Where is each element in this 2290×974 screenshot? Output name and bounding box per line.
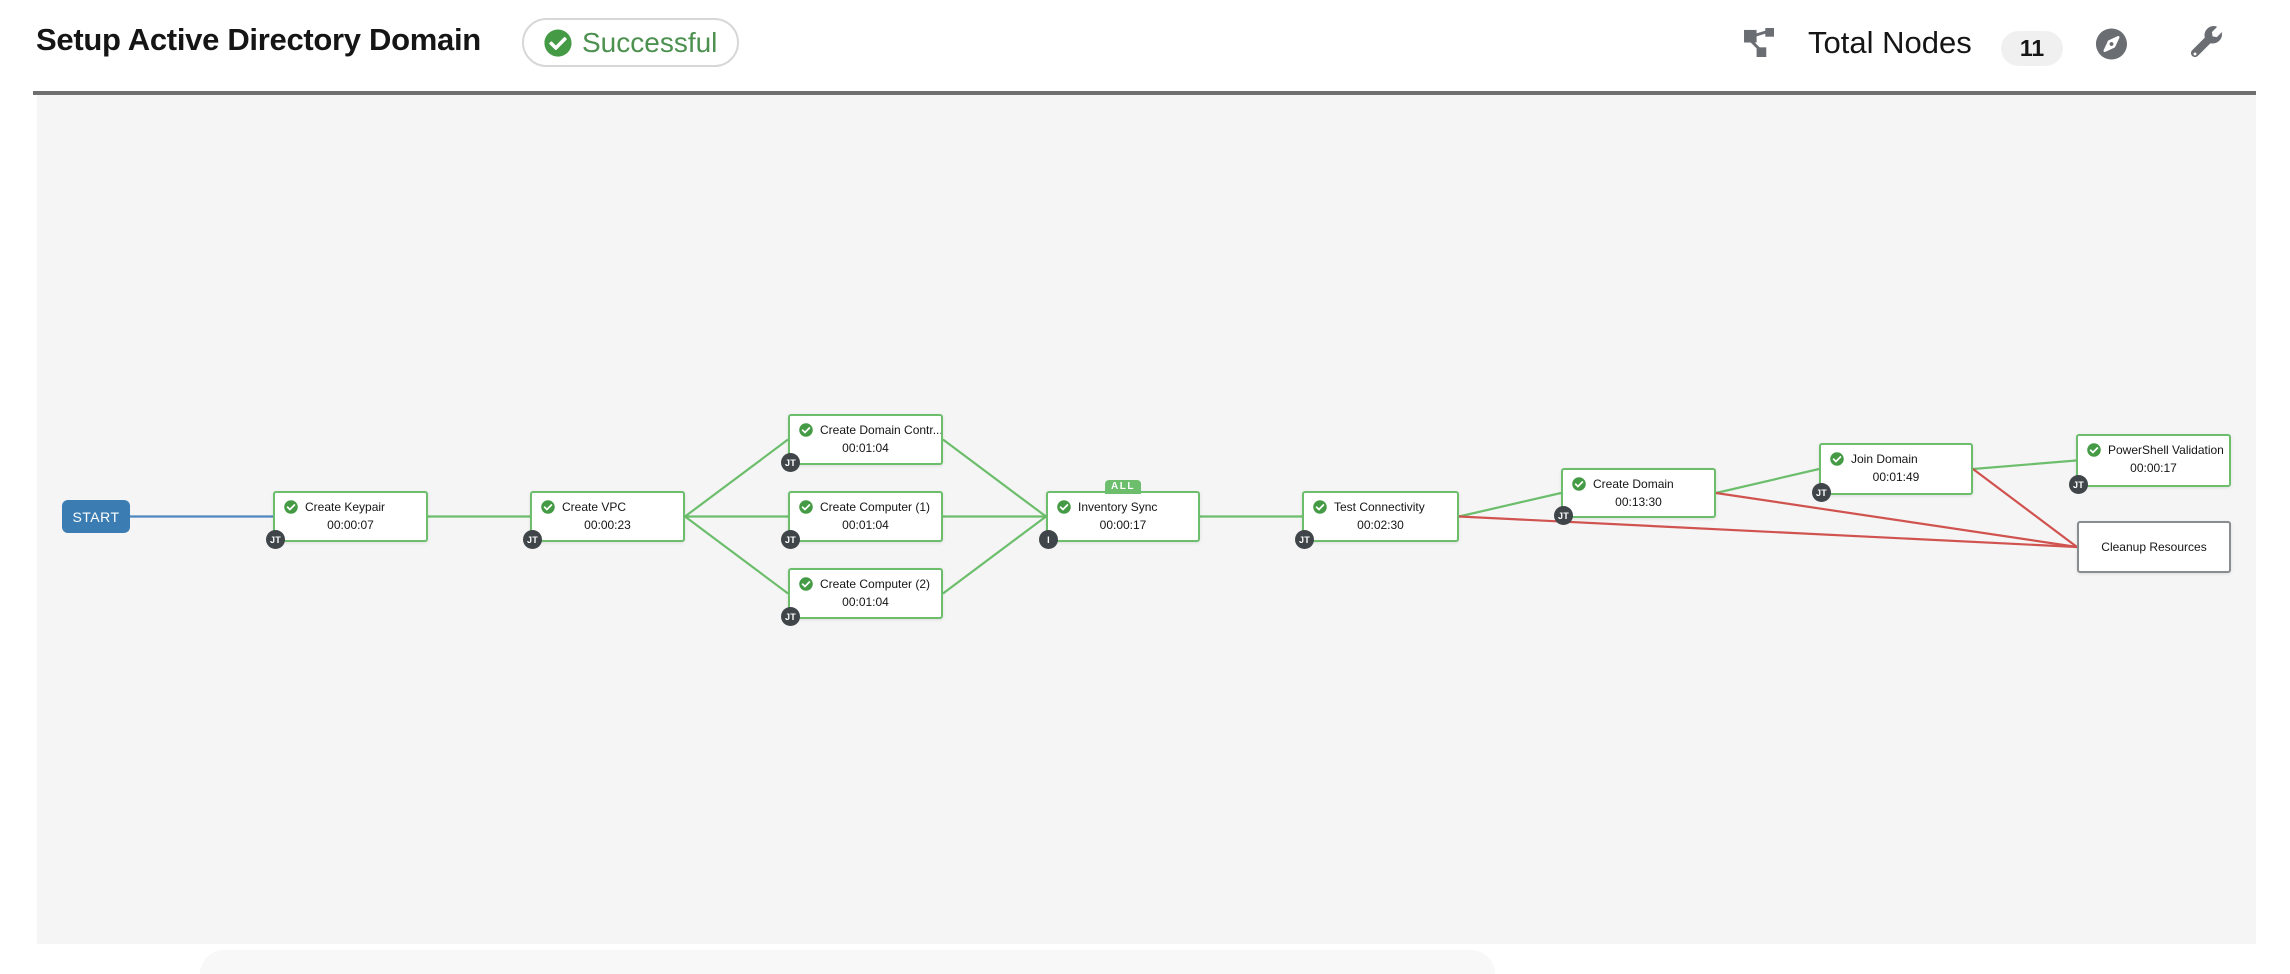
node-success-icon — [1313, 500, 1327, 514]
node-type-badge: JT — [781, 607, 800, 626]
node-type-badge: JT — [781, 530, 800, 549]
node-label: Test Connectivity — [1334, 500, 1425, 514]
node-type-badge: JT — [781, 453, 800, 472]
workflow-start-node[interactable]: START — [62, 500, 130, 533]
node-type-badge: I — [1039, 530, 1058, 549]
node-elapsed-time: 00:01:04 — [842, 441, 889, 455]
node-elapsed-time: 00:02:30 — [1357, 518, 1404, 532]
node-elapsed-time: 00:01:04 — [842, 518, 889, 532]
workflow-link-join-domain-to-powershell-validation[interactable] — [1972, 459, 2077, 471]
settings-button[interactable] — [2190, 26, 2223, 61]
node-success-icon — [799, 577, 813, 591]
node-elapsed-time: 00:01:04 — [842, 595, 889, 609]
node-label: Create Domain — [1593, 477, 1674, 491]
node-elapsed-time: 00:01:49 — [1872, 470, 1920, 484]
node-success-icon — [284, 500, 298, 514]
node-success-icon — [541, 500, 555, 514]
node-success-icon — [1572, 477, 1586, 491]
node-elapsed-time: 00:00:23 — [584, 518, 631, 532]
status-label: Successful — [582, 26, 718, 58]
workflow-link-create-domain-to-cleanup-resources[interactable] — [1715, 491, 2078, 549]
node-label: Create Keypair — [305, 500, 386, 514]
node-success-icon — [799, 423, 813, 437]
convergence-all-badge: ALL — [1105, 480, 1141, 494]
total-nodes-label: Total Nodes — [1808, 25, 1972, 60]
workflow-link-join-domain-to-cleanup-resources[interactable] — [1972, 468, 2078, 548]
compass-icon — [2096, 28, 2127, 63]
workflow-link-test-connectivity-to-create-domain[interactable] — [1458, 491, 1562, 518]
workflow-link-create-domain-controller-to-inventory-sync[interactable] — [942, 438, 1047, 518]
node-label: Join Domain — [1851, 452, 1918, 466]
workflow-links-layer — [130, 438, 2078, 595]
node-success-icon — [1830, 452, 1844, 466]
node-label: Create Computer (1) — [820, 500, 931, 514]
total-nodes-count-badge: 11 — [2001, 31, 2063, 66]
sitemap-icon — [1744, 28, 1775, 62]
page-title: Setup Active Directory Domain — [36, 22, 481, 57]
node-success-icon — [1057, 500, 1071, 514]
node-type-badge: JT — [266, 530, 285, 549]
workflow-node-cleanup-resources[interactable]: Cleanup Resources — [2077, 521, 2231, 573]
success-check-icon — [544, 28, 572, 57]
node-type-badge: JT — [1295, 530, 1314, 549]
node-label: Create VPC — [562, 500, 627, 514]
header-divider — [33, 91, 2256, 95]
node-success-icon — [2087, 443, 2101, 457]
node-type-badge: JT — [2069, 475, 2088, 494]
node-type-badge: JT — [1812, 483, 1831, 502]
bottom-panel-edge — [200, 950, 1495, 974]
wrench-icon — [2190, 26, 2223, 61]
workflow-link-create-domain-to-join-domain[interactable] — [1715, 467, 1820, 495]
header: Setup Active Directory Domain Successful… — [0, 0, 2290, 91]
node-label: Create Computer (2) — [820, 577, 931, 591]
node-elapsed-time: 00:00:07 — [327, 518, 374, 532]
workflow-link-create-vpc-to-create-computer-2[interactable] — [684, 515, 789, 595]
workflow-link-create-computer-2-to-inventory-sync[interactable] — [942, 515, 1047, 595]
workflow-link-create-vpc-to-create-domain-controller[interactable] — [684, 438, 789, 518]
node-label: Cleanup Resources — [2101, 540, 2207, 554]
node-label: Inventory Sync — [1078, 500, 1158, 514]
node-elapsed-time: 00:00:17 — [2130, 461, 2177, 475]
status-badge: Successful — [522, 18, 740, 67]
node-elapsed-time: 00:13:30 — [1615, 495, 1662, 509]
node-success-icon — [799, 500, 813, 514]
node-type-badge: JT — [1554, 506, 1573, 525]
node-elapsed-time: 00:00:17 — [1099, 518, 1147, 532]
legend-button[interactable] — [2096, 28, 2127, 60]
node-label: Create Domain Contr... — [820, 423, 941, 437]
node-label: PowerShell Validation — [2108, 443, 2224, 457]
node-type-badge: JT — [523, 530, 542, 549]
